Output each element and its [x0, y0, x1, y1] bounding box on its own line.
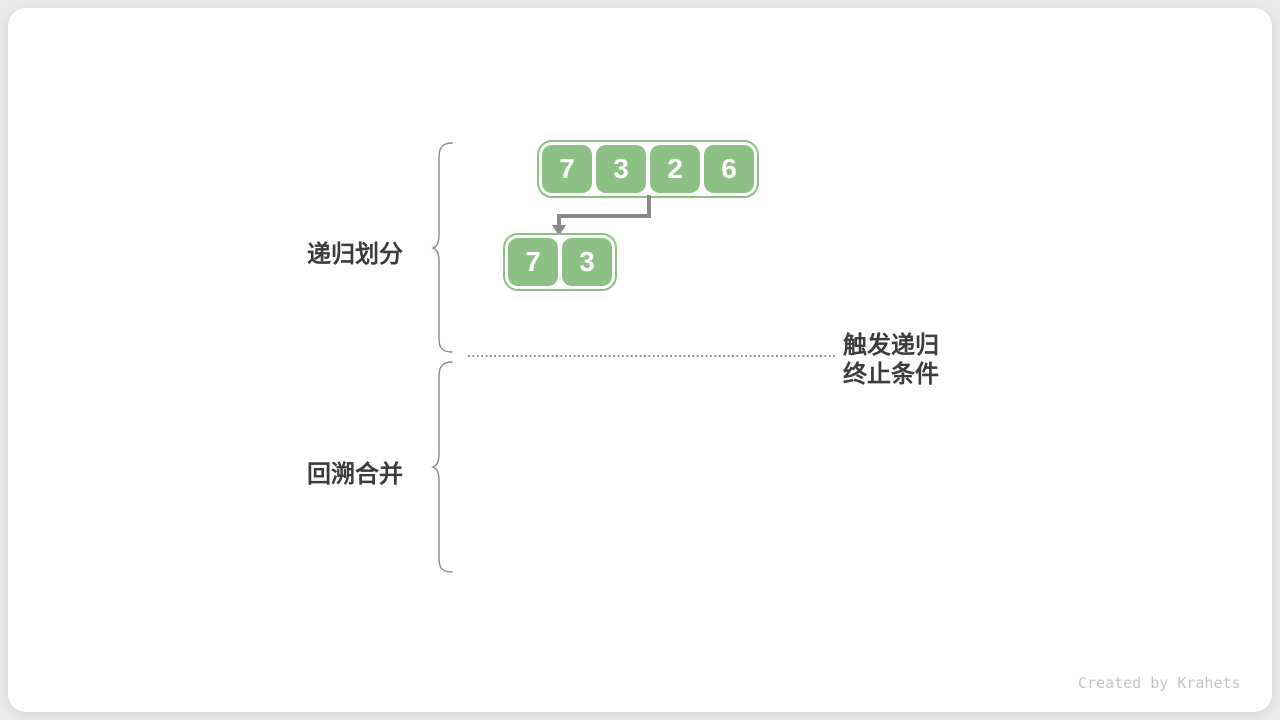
watermark-credit: Created by Krahets: [1078, 674, 1241, 692]
divide-arrow-icon: [552, 195, 651, 236]
array-cell: 3: [596, 145, 646, 193]
brace-recursive-division: [431, 142, 453, 353]
array-top: 7 3 2 6: [537, 140, 759, 198]
array-cell: 6: [704, 145, 754, 193]
array-cell: 7: [542, 145, 592, 193]
termination-annotation-line1: 触发递归: [843, 332, 939, 359]
phase-braces: [431, 142, 453, 573]
termination-annotation: 触发递归 终止条件: [843, 331, 939, 389]
phase-label-recursive-division: 递归划分: [307, 241, 403, 268]
termination-annotation-line2: 终止条件: [843, 361, 939, 388]
brace-backtrack-merge: [431, 361, 453, 573]
array-sub: 7 3: [503, 233, 617, 291]
array-cell: 2: [650, 145, 700, 193]
termination-dotted-line: [468, 355, 836, 357]
figure-card: [8, 8, 1272, 712]
array-cell: 7: [508, 238, 558, 286]
phase-label-backtrack-merge: 回溯合并: [307, 461, 403, 488]
array-cell: 3: [562, 238, 612, 286]
